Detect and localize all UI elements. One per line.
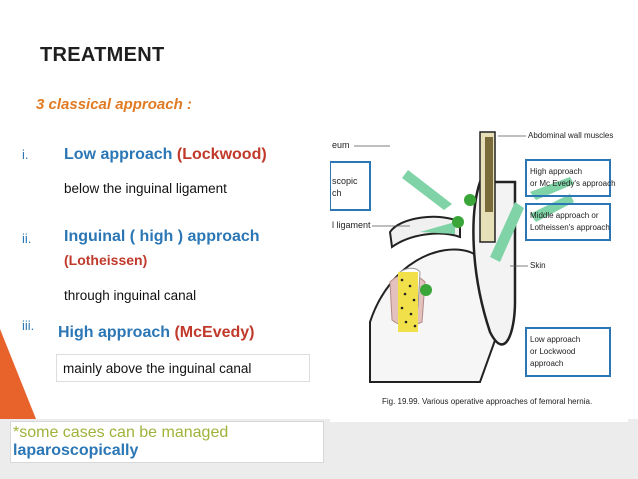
item-desc-2: through inguinal canal [64,288,197,303]
item-number-2: ii. [22,231,32,246]
approach-name-2: Inguinal ( high ) approach [64,228,260,245]
label-left-scopic: scopic [332,176,358,186]
label-low-3: approach [530,359,563,368]
label-box-high [525,159,611,197]
label-box-middle [525,203,611,241]
approach-author-3: (McEvedy) [174,324,255,341]
label-high-2: or Mc Evedy's approach [530,179,616,188]
item-desc-3: mainly above the inguinal canal [56,354,310,382]
slide-subtitle: 3 classical approach : [36,96,192,113]
figure-caption: Fig. 19.99. Various operative approaches… [382,397,592,406]
laparoscopy-note: *some cases can be managed laparoscopica… [10,421,324,463]
incision-dot [464,194,476,206]
label-left-ligament: l ligament [332,220,371,230]
femoral-hernia-diagram: eum scopic ch l ligament Abdominal wall … [329,122,628,422]
label-left-ch: ch [332,188,342,198]
label-high-1: High approach [530,167,582,176]
approach-author-2: (Lotheissen) [64,252,148,268]
label-abdominal: Abdominal wall muscles [528,131,613,140]
note-line-2: laparoscopically [13,442,139,459]
incision-dot [452,216,464,228]
item-heading-1: Low approach (Lockwood) [64,146,267,164]
item-heading-3: High approach (McEvedy) [58,324,255,342]
label-left-eum: eum [332,140,350,150]
item-author-line-2: (Lotheissen) [64,252,147,268]
label-low-2: or Lockwood [530,347,575,356]
item-heading-2: Inguinal ( high ) approach [64,228,260,246]
label-box-low [525,327,611,377]
label-mid-1: Middle approach or [530,211,599,220]
item-desc-1: below the inguinal ligament [64,181,227,196]
note-line-1: *some cases can be managed [13,424,229,441]
incision-dot [420,284,432,296]
label-low-1: Low approach [530,335,580,344]
slide-title: TREATMENT [40,44,165,66]
item-number-3: iii. [22,318,35,333]
label-skin: Skin [530,261,546,270]
label-mid-2: Lotheissen's approach [530,223,610,232]
approach-name-3: High approach [58,324,171,341]
approach-name-1: Low approach [64,146,173,163]
anatomy-figure: eum scopic ch l ligament Abdominal wall … [329,122,628,422]
approach-author-1: (Lockwood) [176,146,267,163]
item-number-1: i. [22,147,29,162]
label-box-left [329,161,371,211]
